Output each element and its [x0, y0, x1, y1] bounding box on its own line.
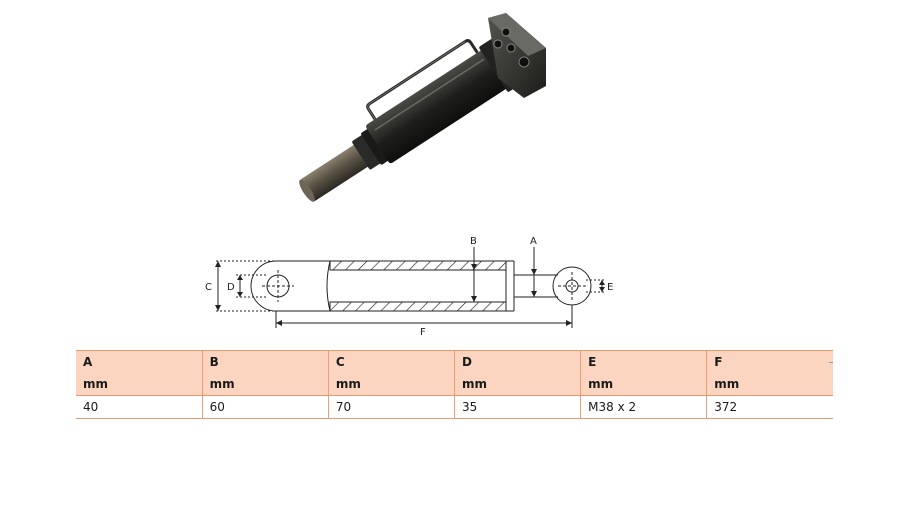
right-eye-hole: [565, 279, 579, 293]
header-cell-f: F: [706, 350, 833, 373]
piston-rod: [299, 144, 370, 202]
cylinder-wall-top: [329, 260, 507, 271]
dim-label-a: A: [530, 236, 537, 247]
product-photo: [299, 13, 546, 202]
rod-collar: [352, 134, 381, 170]
table-unit-row: mm mm mm mm mm mm: [76, 373, 833, 396]
unit-cell-a: mm: [76, 373, 203, 396]
header-cell-d: D: [453, 350, 581, 373]
spec-table: A B C D E F mm mm mm mm mm mm 40 60 70 3…: [76, 350, 833, 419]
unit-cell-f: mm: [706, 373, 833, 396]
header-cell-e: E: [580, 350, 707, 373]
cylinder-wall-bottom: [329, 301, 507, 312]
value-cell-b: 60: [201, 395, 329, 419]
dimension-drawing: C D B A E F: [205, 236, 613, 338]
value-cell-f: 372: [706, 395, 833, 419]
table-header-row: A B C D E F: [76, 350, 833, 373]
header-cell-b: B: [201, 350, 329, 373]
dim-label-e: E: [607, 282, 613, 293]
value-cell-d: 35: [453, 395, 581, 419]
unit-cell-d: mm: [453, 373, 581, 396]
dim-label-c: C: [205, 282, 212, 293]
cylinder-body: [366, 50, 507, 164]
unit-cell-c: mm: [327, 373, 455, 396]
left-eye-outline: [250, 260, 277, 312]
table-row: 40 60 70 35 M38 x 2 372: [76, 395, 833, 419]
value-cell-c: 70: [327, 395, 455, 419]
dim-label-b: B: [470, 236, 477, 247]
valve-block: [488, 13, 546, 98]
table-edge-mark: [829, 362, 833, 363]
dim-label-f: F: [420, 327, 426, 338]
header-cell-a: A: [76, 350, 203, 373]
unit-cell-b: mm: [201, 373, 329, 396]
unit-cell-e: mm: [580, 373, 707, 396]
header-cell-c: C: [327, 350, 455, 373]
dim-label-d: D: [227, 282, 235, 293]
value-cell-a: 40: [76, 395, 203, 419]
value-cell-e: M38 x 2: [580, 395, 707, 419]
